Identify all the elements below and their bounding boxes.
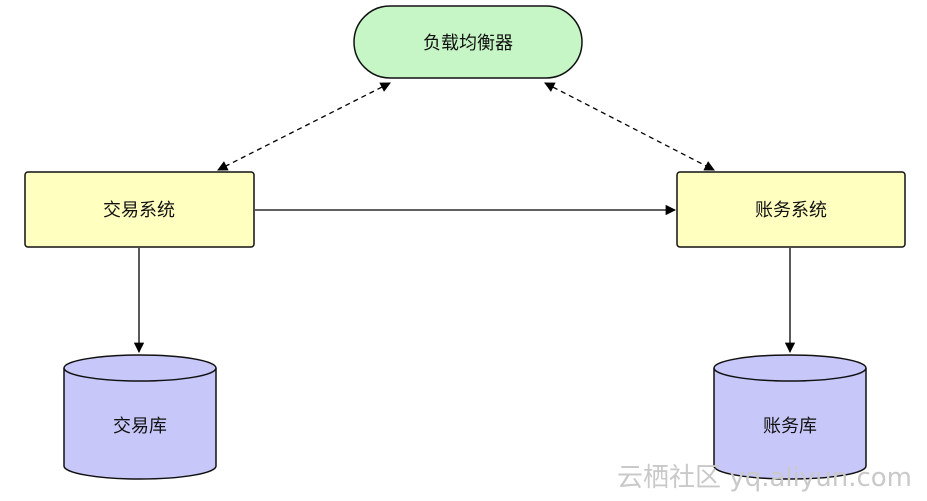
watermark: 云栖社区 yq.aliyun.com	[617, 463, 912, 493]
lb-trade-dashed-arrow	[217, 82, 391, 171]
load-balancer-label: 负载均衡器	[423, 33, 513, 54]
account-db-label: 账务库	[763, 416, 817, 437]
account-system-node: 账务系统	[676, 171, 906, 248]
trade-system-node: 交易系统	[24, 171, 255, 248]
trade-system-label: 交易系统	[103, 200, 175, 221]
account-db-node: 账务库	[713, 354, 867, 480]
trade-db-node: 交易库	[63, 354, 217, 480]
trade-db-label: 交易库	[113, 416, 167, 437]
load-balancer-node: 负载均衡器	[353, 5, 583, 79]
account-system-label: 账务系统	[755, 200, 827, 221]
lb-account-dashed-arrow	[544, 82, 715, 171]
